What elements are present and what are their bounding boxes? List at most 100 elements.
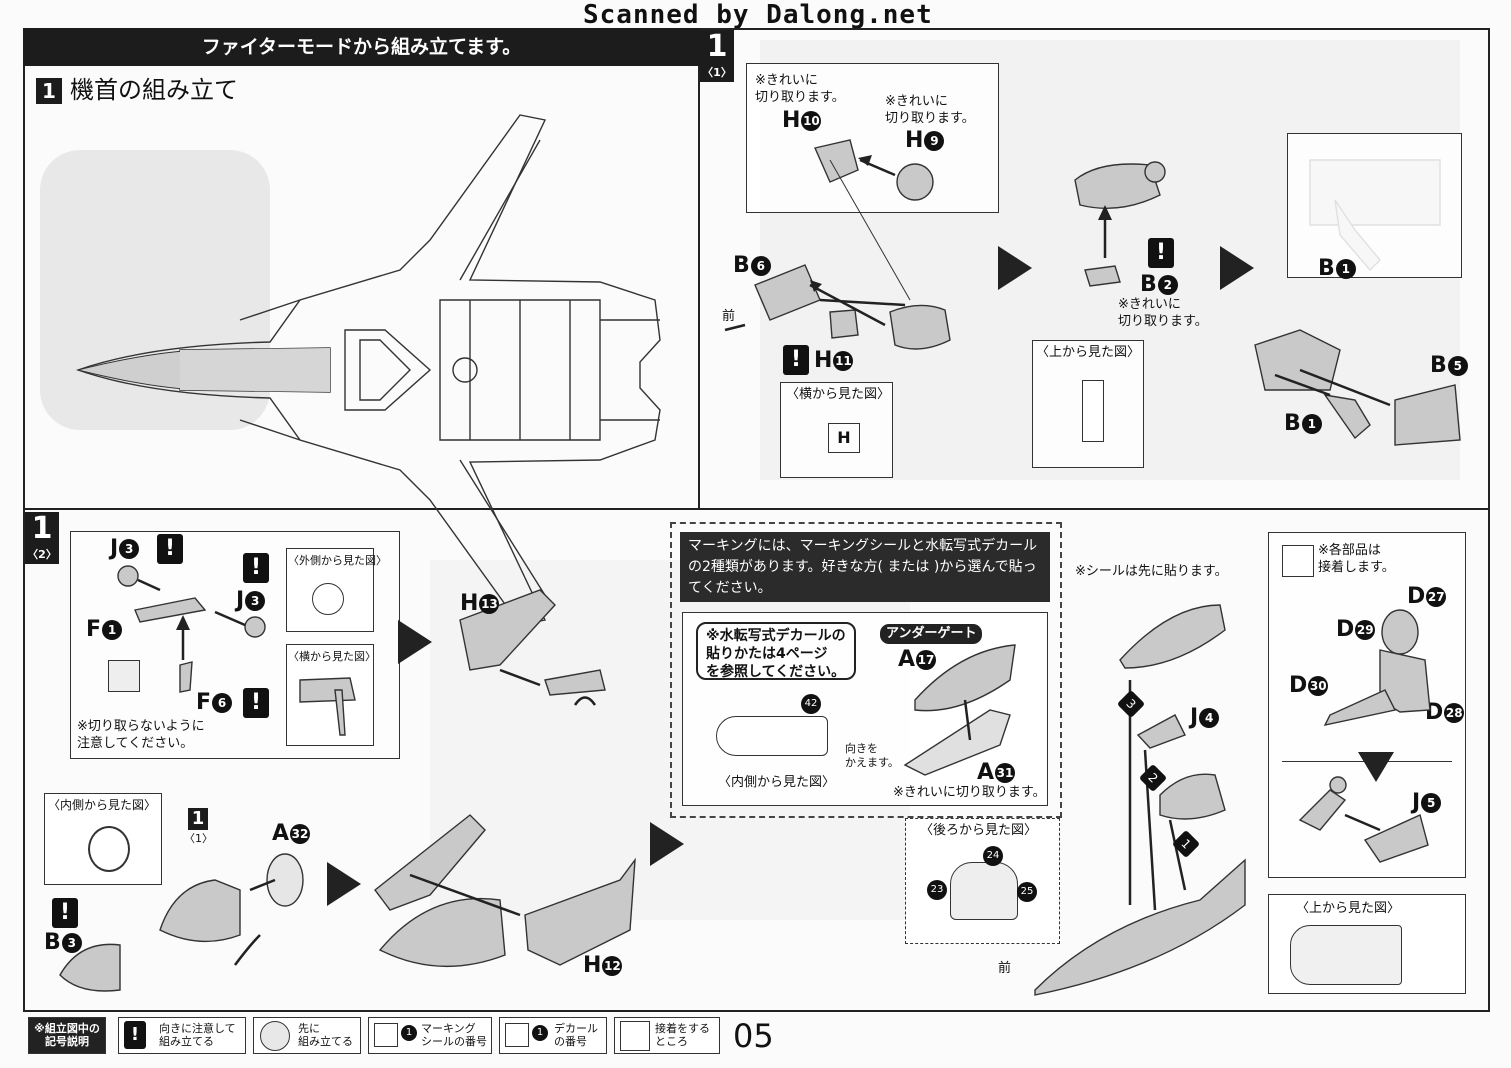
cut-note: ※きれいに 切り取ります。	[755, 73, 845, 105]
b2-top-icon	[1082, 380, 1104, 442]
legend-assemble-first: 先に 組み立てる	[253, 1017, 361, 1054]
nose-assembly-drawing	[59, 814, 636, 992]
section-number: 1	[36, 78, 62, 104]
reference-substep: 〈1〉	[184, 832, 213, 845]
legend-warning-label: 向きに注意して 組み立てる	[159, 1022, 236, 1048]
warning-icon: !	[124, 1021, 146, 1049]
ring-icon	[88, 826, 130, 872]
cut-note: ※きれいに 切り取ります。	[885, 94, 975, 126]
inside-view-label: 〈内側から見た図〉	[48, 798, 157, 812]
legend-title: ※組立図中の 記号説明	[28, 1017, 106, 1054]
legend-glue-label: 接着をする ところ	[655, 1022, 710, 1048]
legend-number: 1	[401, 1025, 417, 1041]
legend-decal: 1 デカール の番号	[499, 1017, 607, 1054]
cut-note: ※きれいに 切り取ります。	[1118, 297, 1208, 329]
warning-icon: !	[157, 534, 183, 564]
pilot-drawing	[1298, 609, 1431, 863]
page-number: 05	[733, 1017, 774, 1055]
side-view-label: 〈横から見た図〉	[288, 650, 376, 663]
assemble-first-icon	[260, 1021, 290, 1051]
side-view-label: 〈横から見た図〉	[786, 387, 891, 402]
decal-number: 42	[801, 694, 821, 714]
warning-icon: !	[1148, 238, 1174, 268]
marking-dashed-frame	[670, 522, 1062, 818]
step-substep: 〈2〉	[25, 546, 59, 564]
glue-icon	[1282, 545, 1314, 577]
decal-view-box	[682, 612, 1048, 806]
bottom-panel	[23, 508, 1490, 1012]
warning-icon: !	[243, 553, 269, 583]
rear-view-label: 〈後ろから見た図〉	[920, 823, 1038, 838]
scanner-watermark: Scanned by Dalong.net	[583, 0, 933, 30]
b1-detail-box	[1287, 133, 1462, 278]
top-view-label: 〈上から見た図〉	[1036, 345, 1141, 360]
step-number: 1	[25, 512, 59, 546]
step-number: 1	[700, 30, 734, 64]
step-substep: 〈1〉	[700, 64, 734, 82]
warning-icon: !	[52, 898, 78, 928]
decal-number: 25	[1017, 882, 1037, 902]
legend-warning: ! 向きに注意して 組み立てる	[118, 1017, 246, 1054]
cockpit-top-icon	[1290, 925, 1402, 985]
flow-arrow	[998, 246, 1032, 290]
decal-note: ※水転写式デカールの 貼りかたは4ページ を参照してください。	[696, 622, 856, 680]
cut-note: ※きれいに切り取ります。	[893, 785, 1046, 800]
reference-step: 1	[188, 808, 208, 830]
flow-arrow	[327, 862, 361, 906]
inside-view-label: 〈内側から見た図〉	[718, 775, 836, 790]
warning-icon: !	[243, 688, 269, 718]
glue-icon	[620, 1021, 650, 1051]
decal-icon	[505, 1023, 529, 1047]
intro-banner: ファイターモードから組み立てます。	[23, 28, 700, 66]
canopy-inside-icon	[716, 716, 828, 756]
wheel-icon	[312, 583, 344, 615]
flow-arrow	[398, 620, 432, 664]
legend-number: 1	[532, 1025, 548, 1041]
section-title: 機首の組み立て	[70, 76, 238, 104]
assemble-first-icon	[108, 660, 140, 692]
turn-note: 向きを かえます。	[845, 742, 899, 769]
f-arm-drawing	[117, 565, 606, 736]
legend-sticker-label: マーキング シールの番号	[421, 1022, 487, 1048]
side-view-box	[780, 382, 893, 478]
under-gate-label: アンダーゲート	[880, 624, 983, 644]
marking-explanation: マーキングには、マーキングシールと水転写式デカールの2種類があります。好きな方(…	[680, 532, 1050, 602]
canopy-drawing	[903, 604, 1246, 996]
warning-icon: !	[783, 345, 809, 375]
front-label: 前	[722, 309, 736, 324]
decal-number: 23	[927, 880, 947, 900]
sticker-icon	[374, 1023, 398, 1047]
caution-note: ※切り取らないように 注意してください。	[77, 719, 205, 751]
sticker-first-note: ※シールは先に貼ります。	[1075, 564, 1228, 579]
legend-first-label: 先に 組み立てる	[298, 1022, 353, 1048]
h-part-icon: H	[828, 423, 860, 453]
rear-view-icon	[950, 862, 1018, 920]
fighter-top-view-drawing	[75, 114, 661, 626]
glue-note: ※各部品は 接着します。	[1318, 543, 1395, 575]
h10-h9-callout	[746, 63, 999, 213]
top-view-label: 〈上から見た図〉	[1296, 901, 1401, 916]
